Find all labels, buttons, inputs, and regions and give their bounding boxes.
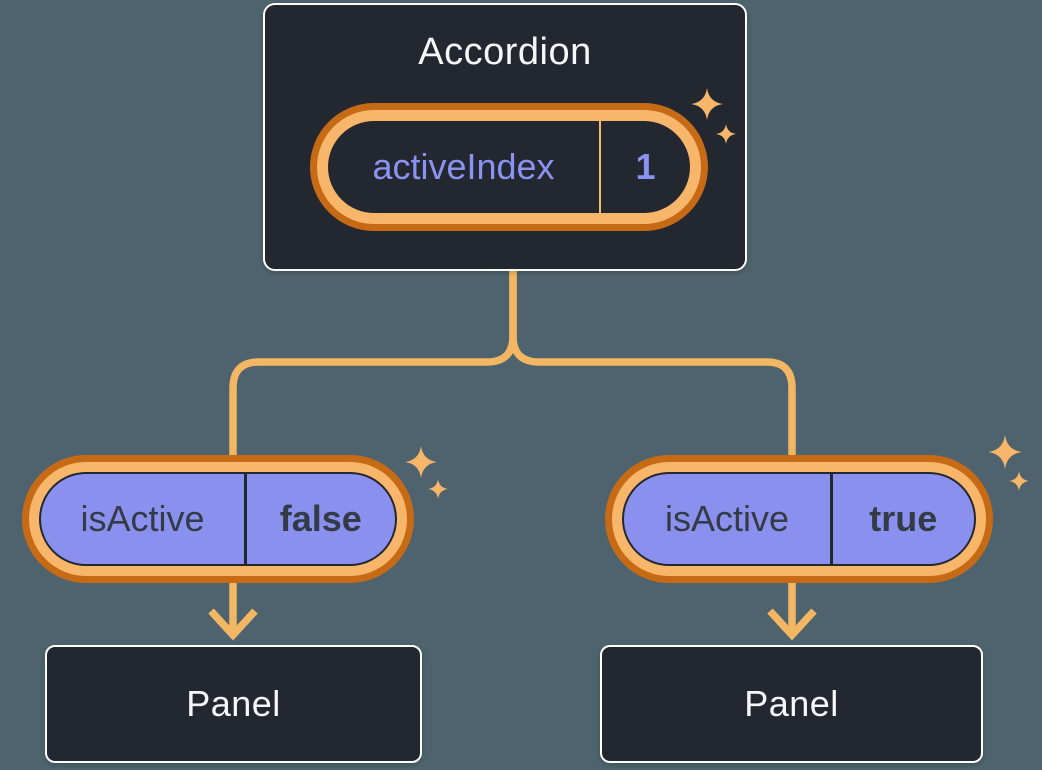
prop-name-label: isActive <box>664 498 790 539</box>
sparkle-icon <box>405 446 448 499</box>
arrow-head-left <box>208 608 258 641</box>
pill-divider <box>244 474 247 564</box>
prop-pill-isactive-true: isActive true <box>605 455 993 583</box>
prop-pill-body: isActive false <box>39 472 397 566</box>
sparkle-icon <box>691 88 736 144</box>
pill-divider <box>599 121 601 213</box>
panel-node-left: Panel <box>45 645 422 763</box>
panel-label: Panel <box>744 683 839 724</box>
state-name-label: activeIndex <box>372 146 555 187</box>
panel-label: Panel <box>186 683 281 724</box>
branch-line-right <box>509 268 796 470</box>
prop-value-label: false <box>279 498 362 539</box>
prop-value-label: true <box>869 498 938 539</box>
accordion-title: Accordion <box>418 31 592 73</box>
pill-divider <box>830 474 833 564</box>
branch-line-left <box>229 268 517 470</box>
prop-name-label: isActive <box>80 498 205 539</box>
panel-node-right: Panel <box>600 645 983 763</box>
sparkle-icon <box>988 435 1029 491</box>
state-pill-activeindex: activeIndex 1 <box>310 103 708 231</box>
prop-pill-isactive-false: isActive false <box>22 455 414 583</box>
state-value-label: 1 <box>635 146 656 187</box>
prop-pill-body: isActive true <box>622 472 976 566</box>
state-pill-body: activeIndex 1 <box>328 121 690 213</box>
arrow-head-right <box>767 608 817 641</box>
